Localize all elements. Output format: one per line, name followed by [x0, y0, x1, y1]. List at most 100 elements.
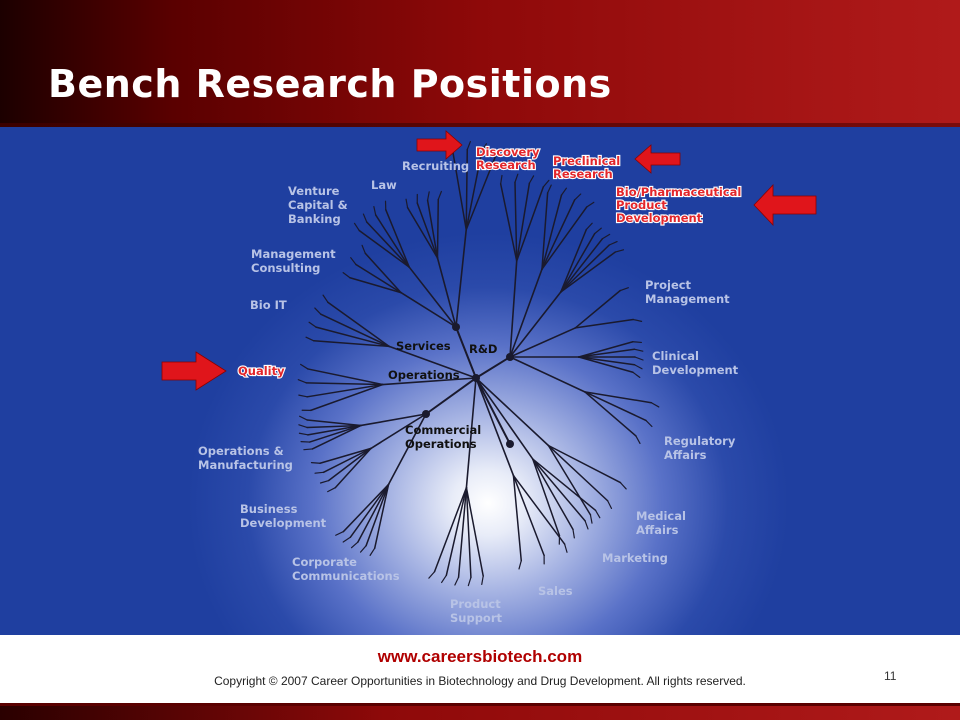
branch-tip-biopharma	[608, 240, 618, 246]
branch-tip-marketing	[594, 509, 601, 519]
branch-stem-venture	[408, 266, 457, 328]
branch-tip-clindev	[633, 364, 643, 370]
branch-tip-prodsupport	[454, 576, 460, 586]
branch-tine-opsmfg	[311, 424, 362, 450]
footer-url: www.careersbiotech.com	[377, 647, 583, 666]
branch-tine-quality	[309, 383, 384, 412]
branch-tine-corpcomm	[342, 483, 390, 533]
branch-tine-discovery	[515, 182, 531, 262]
branch-tip-recruiting	[495, 148, 503, 156]
branch-tine-opsmfg	[306, 424, 362, 429]
branch-tip-corpcomm	[369, 547, 376, 556]
branch-tip-corpcomm	[359, 545, 367, 553]
branch-tip-discovery	[514, 173, 519, 183]
commercial-node-right	[506, 440, 514, 448]
branch-tine-discovery	[499, 183, 518, 262]
branch-tine-bioit	[313, 340, 390, 348]
branch-tine-preclinical	[541, 206, 588, 270]
branch-tine-discovery	[515, 186, 545, 262]
branch-tip-management	[350, 257, 357, 266]
branch-tine-venture	[358, 229, 411, 268]
branch-tine-recruiting	[451, 149, 467, 231]
page-number: 11	[884, 669, 897, 683]
branch-tine-biopharma	[560, 244, 610, 293]
branch-tip-marketing	[584, 520, 589, 530]
label-discovery-research: Discovery Research	[476, 145, 544, 172]
branch-tip-biopharma	[585, 222, 593, 231]
label-venture-capital: Venture Capital & Banking	[288, 184, 352, 226]
branch-stem-law	[436, 257, 457, 328]
branch-tine-management	[349, 277, 402, 294]
branch-tine-sales	[512, 474, 523, 562]
branch-stem-preclinical	[509, 268, 543, 358]
branch-tip-preclinical	[574, 193, 582, 201]
label-marketing: Marketing	[602, 551, 668, 565]
label-clinical-development: Clinical Development	[652, 349, 739, 377]
branch-stem-projmgmt	[509, 327, 577, 358]
branch-stem-bioit	[388, 345, 477, 379]
branch-tine-biopharma	[560, 238, 604, 293]
branch-tine-corpcomm	[357, 483, 390, 543]
branch-tine-opsmfg	[308, 424, 362, 443]
branch-tip-management	[342, 272, 351, 279]
branch-tine-discovery	[514, 181, 518, 262]
branch-tine-regaffairs	[584, 391, 653, 404]
hub-label-rd: R&D	[469, 342, 497, 356]
branch-tine-quality	[307, 368, 384, 386]
branch-tine-prodsupport	[445, 486, 468, 577]
branch-tip-venture	[373, 206, 377, 216]
branch-stem-marketing	[475, 377, 534, 460]
branch-tip-quality	[297, 379, 307, 384]
branch-tine-biopharma	[560, 232, 596, 293]
branch-tine-preclinical	[541, 192, 549, 270]
label-recruiting: Recruiting	[402, 159, 469, 173]
hub-link-commercial	[425, 377, 477, 415]
hub-label-services: Services	[396, 339, 451, 353]
branch-tine-recruiting	[465, 148, 469, 231]
branch-tine-regaffairs	[584, 391, 647, 422]
branch-tip-regaffairs	[650, 402, 660, 408]
branch-stem-medaffairs	[475, 377, 550, 447]
branch-tip-venture	[353, 222, 360, 232]
branch-tine-quality	[306, 383, 384, 398]
branch-stem-biopharma	[509, 291, 562, 358]
branch-tine-law	[406, 206, 439, 259]
branch-tine-law	[416, 202, 439, 259]
branch-stem-sales	[475, 377, 515, 477]
branch-tine-venture	[385, 208, 411, 268]
branch-tine-projmgmt	[574, 289, 622, 329]
label-product-support: Product Support	[450, 597, 505, 625]
branch-tine-biopharma	[560, 251, 616, 293]
branch-tip-opsmfg	[298, 432, 309, 436]
branch-tine-marketing	[532, 458, 586, 522]
branch-tip-medaffairs	[589, 514, 593, 524]
branch-tip-sales	[564, 543, 568, 553]
branch-tine-prodsupport	[465, 486, 472, 579]
career-tree-diagram: Services R&D Operations Commercial Opera…	[161, 130, 817, 625]
branch-tip-discovery	[500, 174, 503, 185]
branch-tip-projmgmt	[619, 287, 629, 292]
branch-stem-opsmfg	[360, 413, 427, 427]
branch-tip-opsmfg	[298, 424, 308, 429]
branch-tine-recruiting	[465, 154, 497, 231]
branch-tip-opsmfg	[303, 448, 313, 451]
branch-tip-law	[437, 190, 442, 201]
services-node	[452, 323, 460, 331]
branch-tine-prodsupport	[433, 486, 468, 573]
hub-label-commercial: Commercial Operations	[405, 423, 485, 451]
branch-stem-quality	[381, 377, 477, 386]
branch-tine-opsmfg	[306, 419, 362, 427]
branch-tip-prodsupport	[428, 571, 436, 579]
branch-tine-bizdev	[319, 447, 372, 464]
branch-tip-bizdev	[314, 471, 325, 474]
branch-tip-bizdev	[310, 462, 321, 464]
branch-stem-discovery	[509, 260, 518, 358]
branch-tine-venture	[365, 221, 411, 268]
branch-tip-medaffairs	[607, 500, 613, 510]
branch-tine-preclinical	[541, 194, 563, 270]
arrow-preclinical-research	[634, 144, 681, 174]
branch-tip-venture	[362, 213, 368, 223]
label-corporate-communications: Corporate Communications	[292, 555, 400, 583]
branch-tip-medaffairs	[619, 481, 627, 490]
label-quality: Quality	[238, 364, 285, 378]
